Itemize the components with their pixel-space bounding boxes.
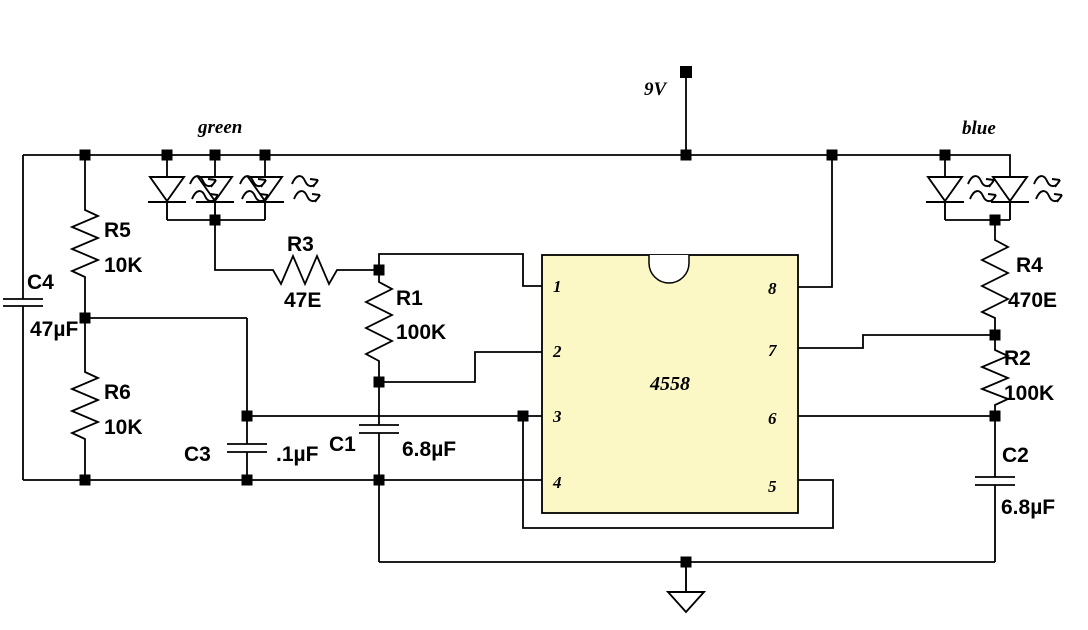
ground-symbol — [665, 562, 707, 614]
junction-dot — [939, 149, 951, 161]
ic-part-number: 4558 — [649, 373, 690, 395]
ic-pin-3-label: 3 — [552, 407, 562, 426]
junction-dot — [241, 410, 253, 422]
junction-dot — [79, 149, 91, 161]
resistor-r3-value: 47E — [284, 289, 321, 312]
resistor-r4-ref: R4 — [1016, 254, 1043, 277]
capacitor-c2-value: 6.8µF — [1001, 496, 1055, 519]
junction-dot — [79, 312, 91, 324]
junction-dot — [373, 264, 385, 276]
ic-pin-4-label: 4 — [552, 473, 562, 492]
green-led-group: green — [147, 117, 321, 221]
blue-led-label: blue — [962, 118, 996, 139]
capacitor-c3: C3 .1µF — [184, 318, 319, 480]
blue-led-1 — [925, 176, 965, 221]
battery-terminal-pad — [680, 66, 692, 78]
capacitor-c3-ref: C3 — [184, 443, 211, 466]
junction-dot — [680, 556, 692, 568]
junction-dot — [373, 474, 385, 486]
junction-dot — [209, 149, 221, 161]
resistor-r1-body — [363, 270, 395, 382]
light-emission-icon — [1033, 175, 1063, 203]
wire-pin1 — [378, 253, 542, 287]
capacitor-c1-value: 6.8µF — [402, 438, 456, 461]
resistor-r1-ref: R1 — [396, 287, 423, 310]
capacitor-c1: C1 6.8µF — [329, 382, 456, 562]
resistor-r5-ref: R5 — [104, 219, 131, 242]
junction-dots — [79, 149, 1001, 568]
junction-dot — [79, 474, 91, 486]
resistor-r2-ref: R2 — [1004, 347, 1031, 370]
wire-led-anodes — [166, 155, 946, 177]
junction-dot — [680, 149, 692, 161]
light-emission-icon — [291, 175, 321, 203]
junction-dot — [209, 214, 221, 226]
ic-4558: 1 2 3 4 8 7 6 5 4558 — [541, 254, 799, 514]
ic-pin-7-label: 7 — [768, 341, 778, 360]
green-led-label: green — [197, 117, 242, 138]
battery-terminal: 9V — [644, 66, 692, 100]
capacitor-c4-ref: C4 — [27, 271, 54, 294]
junction-dot — [826, 149, 838, 161]
wire-pin8 — [798, 155, 833, 288]
ic-pin-8-label: 8 — [768, 279, 777, 298]
resistor-r5-body — [69, 155, 101, 318]
ic-pin-1-label: 1 — [553, 277, 562, 296]
ic-pin-2-label: 2 — [552, 342, 562, 361]
junction-dot — [373, 376, 385, 388]
junction-dot — [989, 214, 1001, 226]
junction-dot — [241, 474, 253, 486]
resistor-r5: R5 10K — [69, 155, 143, 318]
capacitor-c4: C4 47µF — [3, 155, 78, 480]
ic-pin-5-label: 5 — [768, 477, 777, 496]
ic-notch-icon — [648, 255, 690, 284]
capacitor-c1-ref: C1 — [329, 433, 356, 456]
capacitor-c2-body — [975, 416, 1015, 562]
resistor-r2-value: 100K — [1004, 382, 1054, 405]
resistor-r4: R4 470E — [979, 221, 1057, 335]
junction-dot — [989, 410, 1001, 422]
resistor-r2: R2 100K — [979, 335, 1054, 416]
resistor-r4-value: 470E — [1008, 289, 1057, 312]
resistor-r6-body — [69, 318, 101, 480]
wire-pin7 — [798, 334, 995, 349]
resistor-r3-body — [214, 220, 379, 287]
blue-led-2 — [990, 176, 1030, 221]
blue-led-group: blue — [925, 118, 1063, 221]
resistor-r3: R3 47E — [214, 220, 379, 312]
junction-dot — [259, 149, 271, 161]
battery-voltage-label: 9V — [644, 79, 668, 100]
junction-dot — [989, 329, 1001, 341]
resistor-r5-value: 10K — [104, 254, 143, 277]
resistor-r3-ref: R3 — [287, 233, 314, 256]
capacitor-c3-body — [227, 318, 267, 480]
wire-pin2 — [379, 351, 542, 383]
resistor-r1: R1 100K — [363, 270, 446, 382]
green-led-1 — [147, 176, 187, 221]
resistor-r6-ref: R6 — [104, 381, 131, 404]
resistor-r6: R6 10K — [69, 318, 143, 480]
wire-top-power-rail — [23, 154, 1011, 177]
capacitor-c3-value: .1µF — [276, 443, 319, 466]
ic-body — [541, 254, 799, 514]
junction-dot — [517, 410, 529, 422]
ic-pin-6-label: 6 — [768, 409, 777, 428]
capacitor-c4-body — [3, 155, 43, 480]
resistor-r2-body — [979, 335, 1011, 416]
resistor-r4-body — [979, 221, 1011, 335]
capacitor-c4-value: 47µF — [30, 318, 78, 341]
resistor-r1-value: 100K — [396, 321, 446, 344]
junction-dot — [161, 149, 173, 161]
capacitor-c1-body — [359, 382, 399, 562]
resistor-r6-value: 10K — [104, 416, 143, 439]
capacitor-c2: C2 6.8µF — [975, 416, 1055, 562]
light-emission-icon — [967, 175, 997, 203]
ground-icon — [665, 591, 707, 614]
capacitor-c2-ref: C2 — [1002, 444, 1029, 467]
wire-pin5-loop — [522, 416, 834, 529]
